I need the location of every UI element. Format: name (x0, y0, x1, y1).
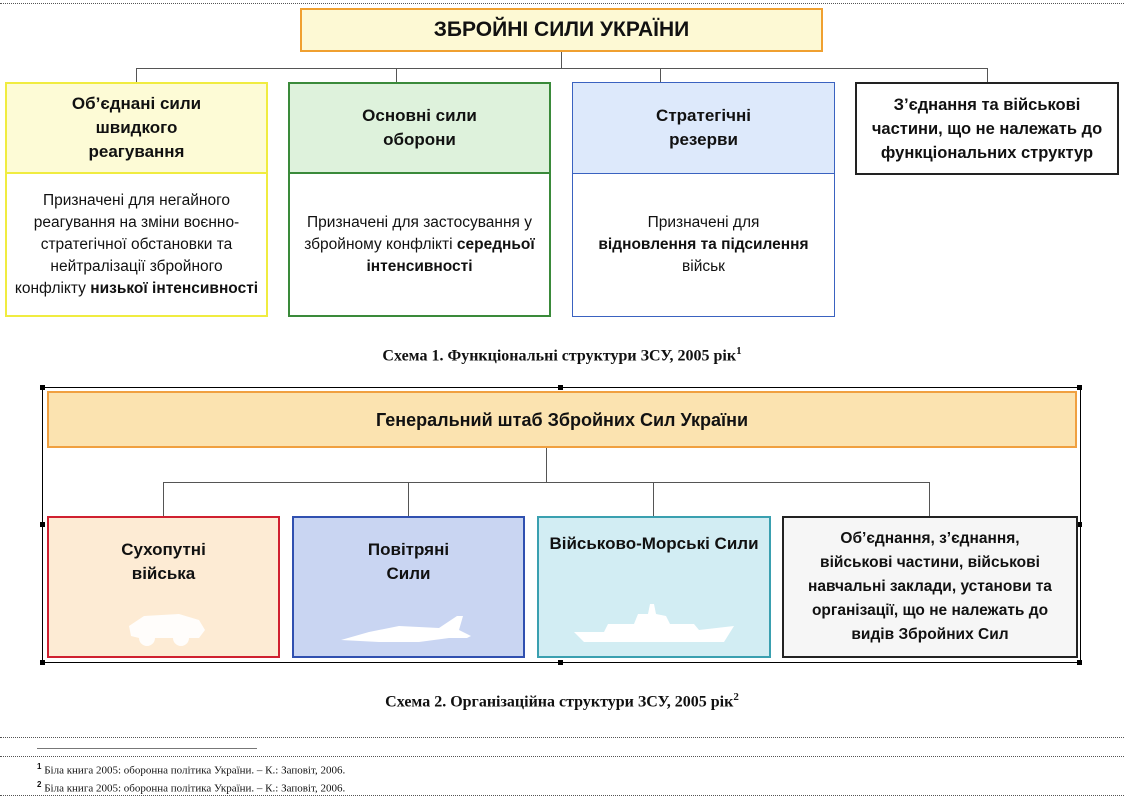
resize-handle[interactable] (40, 522, 45, 527)
resize-handle[interactable] (40, 660, 45, 665)
connector (136, 68, 137, 82)
box-title: Стратегічні резерви (656, 106, 751, 149)
resize-handle[interactable] (558, 385, 563, 390)
warship-icon (574, 604, 734, 642)
box-title: Основні сили оборони (362, 106, 477, 149)
scheme2-box-navy: Військово-Морські Сили (537, 516, 771, 658)
page-border-top (0, 3, 1124, 4)
footnote-1: 1 Біла книга 2005: оборонна політика Укр… (37, 762, 346, 777)
connector (163, 482, 164, 516)
box-title: Повітряні Сили (367, 540, 450, 583)
page-break-line (0, 756, 1124, 757)
connector (396, 68, 397, 82)
footnote-2: 2 Біла книга 2005: оборонна політика Укр… (37, 780, 346, 795)
scheme2-box-air-force: Повітряні Сили (292, 516, 525, 658)
scheme1-box-rapid-reaction: Об’єднані сили швидкого реагування Призн… (5, 82, 268, 317)
box-title: З’єднання та військові частини, що не на… (871, 95, 1103, 162)
box-description: Призначені для застосування у збройному … (304, 213, 535, 275)
connector (408, 482, 409, 516)
resize-handle[interactable] (558, 660, 563, 665)
armored-vehicle-icon (128, 614, 205, 646)
scheme2-root-box: Генеральний штаб Збройних Сил України (47, 391, 1077, 448)
resize-handle[interactable] (1077, 660, 1082, 665)
box-title: Військово-Морські Сили (549, 534, 759, 553)
scheme1-caption: Схема 1. Функціональні структури ЗСУ, 20… (382, 345, 742, 365)
resize-handle[interactable] (40, 385, 45, 390)
resize-handle[interactable] (1077, 385, 1082, 390)
connector (136, 68, 988, 69)
scheme2-caption: Схема 2. Організаційна структури ЗСУ, 20… (385, 691, 739, 711)
connector (653, 482, 654, 516)
connector (929, 482, 930, 516)
resize-handle[interactable] (1077, 522, 1082, 527)
scheme2-root-label: Генеральний штаб Збройних Сил України (375, 409, 749, 430)
box-title: Об’єднання, з’єднання, військові частини… (808, 530, 1052, 643)
scheme1-box-main-defense: Основні сили оборони Призначені для заст… (288, 82, 551, 317)
page-border-bottom (0, 795, 1124, 796)
connector (660, 68, 661, 82)
scheme1-root-label: ЗБРОЙНІ СИЛИ УКРАЇНИ (433, 18, 690, 41)
scheme2-box-land-forces: Сухопутні війська (47, 516, 280, 658)
page-break-line (0, 737, 1124, 738)
scheme2-box-other-units: Об’єднання, з’єднання, військові частини… (782, 516, 1078, 658)
box-description: Призначені для негайного реагування на з… (14, 191, 259, 297)
fighter-jet-icon (340, 616, 471, 642)
connector (987, 68, 988, 82)
connector (561, 52, 562, 68)
box-title: Об’єднані сили швидкого реагування (71, 94, 202, 161)
connector (163, 482, 930, 483)
box-title: Сухопутні війська (121, 540, 206, 583)
footnote-separator (37, 748, 257, 749)
scheme1-root-box: ЗБРОЙНІ СИЛИ УКРАЇНИ (300, 8, 823, 52)
connector (546, 448, 547, 482)
scheme1-box-other-units: З’єднання та військові частини, що не на… (855, 82, 1119, 175)
